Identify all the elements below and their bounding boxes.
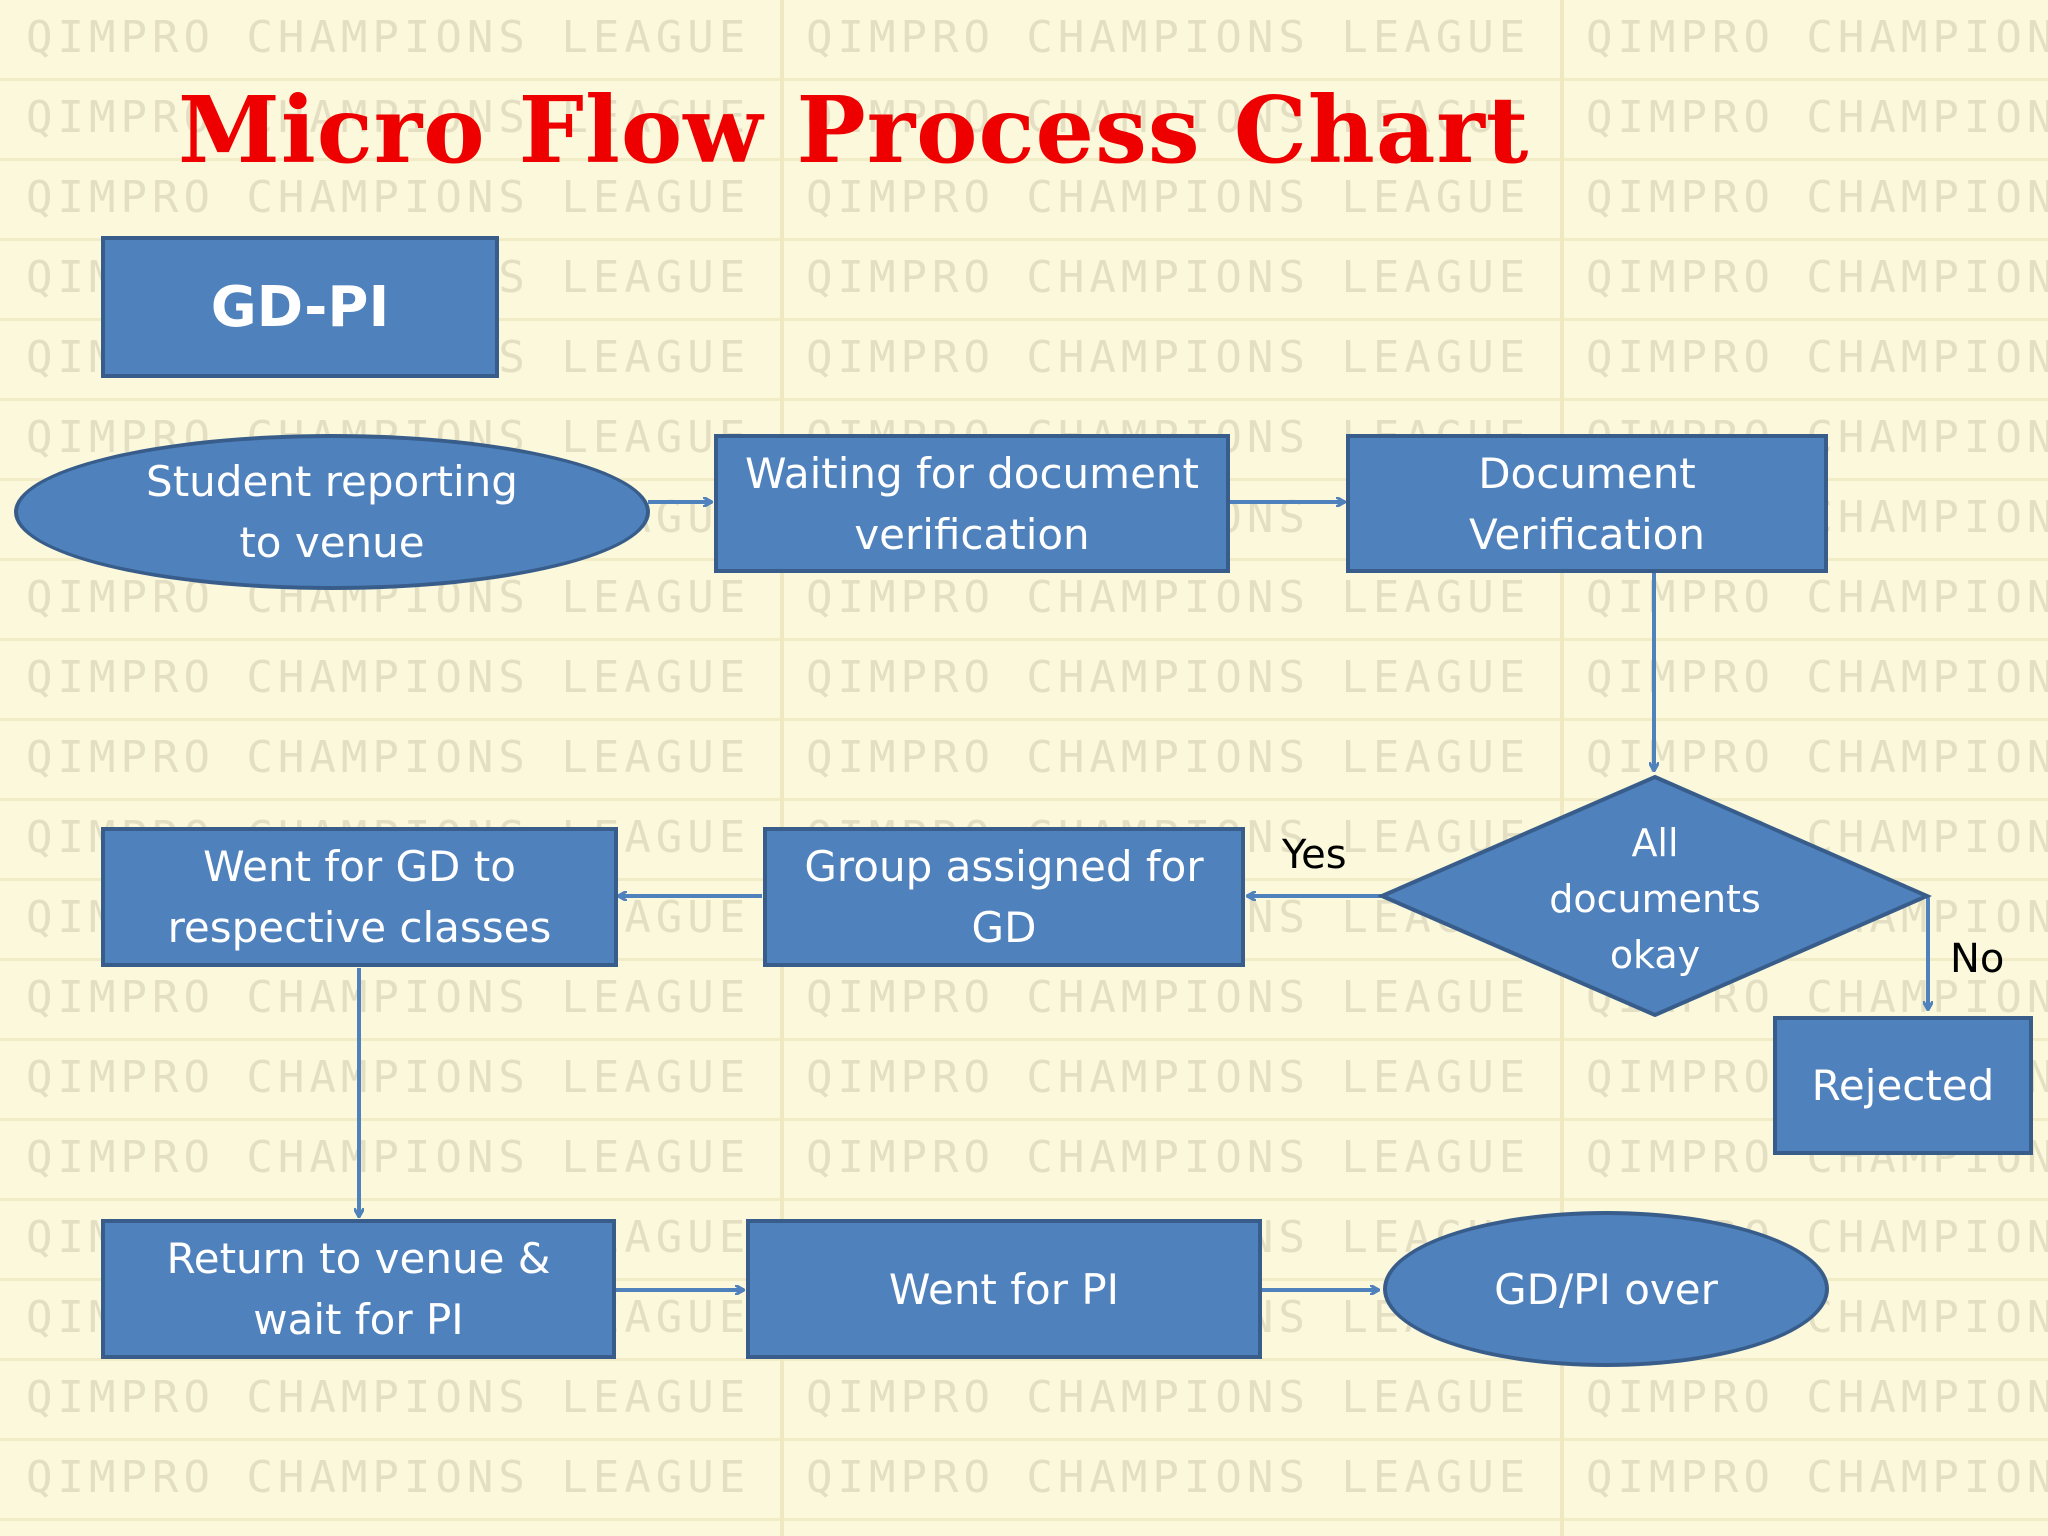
return-to-venue-line2: wait for PI: [253, 1295, 464, 1344]
student-reporting-node: Student reporting to venue: [14, 434, 650, 590]
watermark-text: QIMPRO CHAMPIONS LEAGUE: [780, 0, 1564, 78]
return-to-venue-line1: Return to venue &: [166, 1234, 551, 1283]
watermark-text: QIMPRO CHAMPIONS LEAGUE: [1560, 1438, 2048, 1518]
watermark-text: QIMPRO CHAMPIONS LEAGUE: [780, 958, 1564, 1038]
rejected-label: Rejected: [1811, 1061, 1995, 1110]
watermark-text: QIMPRO CHAMPIONS LEAGUE: [0, 1038, 784, 1118]
watermark-text: QIMPRO CHAMPIONS LEAGUE: [0, 1518, 784, 1536]
watermark-text: QIMPRO CHAMPIONS LEAGUE: [0, 1358, 784, 1438]
gd-pi-over-node: GD/PI over: [1383, 1211, 1829, 1367]
watermark-text: QIMPRO CHAMPIONS LEAGUE: [780, 158, 1564, 238]
waiting-verification-node: Waiting for document verification: [714, 434, 1230, 573]
student-reporting-line1: Student reporting: [146, 457, 518, 506]
watermark-text: QIMPRO CHAMPIONS LEAGUE: [1560, 238, 2048, 318]
watermark-text: QIMPRO CHAMPIONS LEAGUE: [0, 1438, 784, 1518]
yes-label: Yes: [1282, 832, 1347, 878]
decision-line2: documents: [1549, 877, 1761, 921]
return-to-venue-node: Return to venue & wait for PI: [101, 1219, 616, 1359]
student-reporting-line2: to venue: [239, 518, 425, 567]
watermark-text: QIMPRO CHAMPIONS LEAGUE: [780, 558, 1564, 638]
watermark-text: QIMPRO CHAMPIONS LEAGUE: [0, 718, 784, 798]
watermark-text: QIMPRO CHAMPIONS LEAGUE: [780, 318, 1564, 398]
watermark-text: QIMPRO CHAMPIONS LEAGUE: [780, 1518, 1564, 1536]
went-for-gd-node: Went for GD to respective classes: [101, 827, 618, 967]
watermark-text: QIMPRO CHAMPIONS LEAGUE: [1560, 78, 2048, 158]
waiting-verification-line1: Waiting for document: [744, 448, 1200, 498]
watermark-text: QIMPRO CHAMPIONS LEAGUE: [0, 158, 784, 238]
watermark-text: QIMPRO CHAMPIONS LEAGUE: [0, 0, 784, 78]
went-for-gd-line2: respective classes: [167, 903, 552, 952]
gd-pi-over-label: GD/PI over: [1494, 1264, 1718, 1314]
watermark-text: QIMPRO CHAMPIONS LEAGUE: [780, 1358, 1564, 1438]
group-assigned-line1: Group assigned for: [804, 842, 1204, 891]
watermark-text: QIMPRO CHAMPIONS LEAGUE: [780, 1438, 1564, 1518]
watermark-text: QIMPRO CHAMPIONS LEAGUE: [1560, 558, 2048, 638]
document-verification-node: Document Verification: [1346, 434, 1828, 573]
page-title: Micro Flow Process Chart: [178, 76, 1530, 184]
document-verification-line1: Document: [1478, 448, 1696, 498]
watermark-text: QIMPRO CHAMPIONS LEAGUE: [1560, 0, 2048, 78]
watermark-text: QIMPRO CHAMPIONS LEAGUE: [780, 718, 1564, 798]
document-verification-line2: Verification: [1469, 509, 1705, 559]
watermark-text: QIMPRO CHAMPIONS LEAGUE: [0, 1118, 784, 1198]
watermark-text: QIMPRO CHAMPIONS LEAGUE: [0, 78, 784, 158]
waiting-verification-line2: verification: [854, 509, 1090, 559]
watermark-text: QIMPRO CHAMPIONS LEAGUE: [0, 638, 784, 718]
went-for-pi-node: Went for PI: [746, 1219, 1262, 1359]
decision-diamond: [1378, 774, 1932, 1018]
went-for-gd-line1: Went for GD to: [203, 842, 516, 891]
watermark-text: QIMPRO CHAMPIONS LEAGUE: [1560, 718, 2048, 798]
watermark-text: QIMPRO CHAMPIONS LEAGUE: [0, 958, 784, 1038]
watermark-text: QIMPRO CHAMPIONS LEAGUE: [1560, 1518, 2048, 1536]
decision-line1: All: [1631, 821, 1679, 865]
decision-line3: okay: [1609, 933, 1701, 977]
watermark-text: QIMPRO CHAMPIONS LEAGUE: [1560, 1358, 2048, 1438]
watermark-text: QIMPRO CHAMPIONS LEAGUE: [780, 638, 1564, 718]
watermark-text: QIMPRO CHAMPIONS LEAGUE: [1560, 158, 2048, 238]
group-assigned-line2: GD: [971, 903, 1037, 952]
gd-pi-header-label: GD-PI: [210, 274, 390, 340]
gd-pi-header-box: GD-PI: [101, 236, 499, 378]
rejected-node: Rejected: [1773, 1016, 2033, 1155]
group-assigned-node: Group assigned for GD: [763, 827, 1245, 967]
watermark-text: QIMPRO CHAMPIONS LEAGUE: [1560, 638, 2048, 718]
decision-label: All documents okay: [1450, 815, 1860, 983]
watermark-text: QIMPRO CHAMPIONS LEAGUE: [780, 1118, 1564, 1198]
went-for-pi-label: Went for PI: [888, 1264, 1120, 1314]
watermark-text: QIMPRO CHAMPIONS LEAGUE: [780, 78, 1564, 158]
watermark-text: QIMPRO CHAMPIONS LEAGUE: [1560, 318, 2048, 398]
watermark-text: QIMPRO CHAMPIONS LEAGUE: [780, 238, 1564, 318]
no-label: No: [1950, 936, 2005, 982]
watermark-text: QIMPRO CHAMPIONS LEAGUE: [780, 1038, 1564, 1118]
